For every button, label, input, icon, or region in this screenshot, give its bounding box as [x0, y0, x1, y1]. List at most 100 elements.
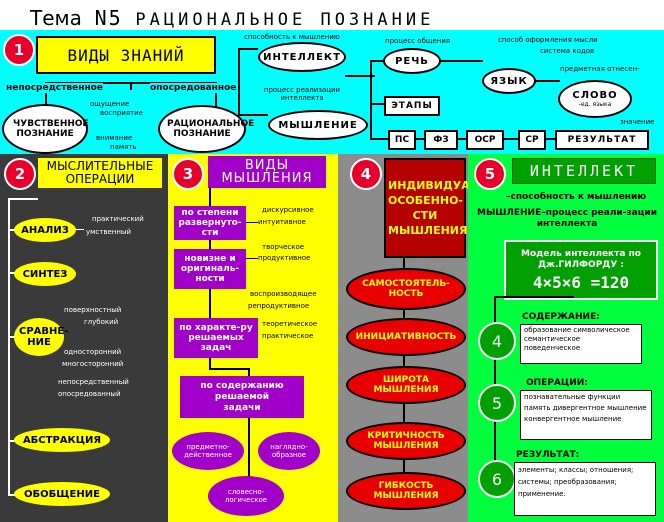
col4-item-1: САМОСТОЯТЕЛЬ-НОСТЬ: [346, 268, 466, 310]
analiz-label: АНАЛИЗ: [21, 224, 69, 236]
col4-item-4-label: КРИТИЧНОСТЬ МЫШЛЕНИЯ: [367, 431, 445, 451]
d2b: продуктивное: [258, 254, 311, 262]
slovo-ellipse: СЛОВО -ед. языка: [558, 80, 632, 118]
col3-b2-label: новизне и оригиналь-ности: [180, 254, 240, 284]
step-ps: ПС: [388, 130, 416, 150]
step-ps-label: ПС: [394, 135, 410, 145]
num-5-label: 5: [491, 393, 503, 413]
yazyk-ellipse: ЯЗЫК: [482, 68, 536, 94]
col4-item-1-label: САМОСТОЯТЕЛЬ-НОСТЬ: [362, 279, 450, 299]
neposr-label: непосредственное: [6, 83, 103, 93]
yazyk-label: ЯЗЫК: [490, 75, 528, 87]
obobsh-label: ОБОБЩЕНИЕ: [24, 488, 100, 500]
sistema-label: система кодов: [540, 47, 595, 55]
rech-ellipse: РЕЧЬ: [383, 48, 441, 74]
col3-b3: по характе-ру решаемых задач: [174, 318, 258, 358]
intellekt-label: ИНТЕЛЛЕКТ: [263, 51, 341, 63]
col3-b3-label: по характе-ру решаемых задач: [179, 323, 253, 353]
oper-items: познавательные функции память дивергентн…: [524, 393, 647, 423]
col4-item-2: ИНИЦИАТИВНОСТЬ: [346, 318, 466, 356]
formula-label: 4×5×6 =120: [532, 272, 630, 292]
oper-title: ОПЕРАЦИИ:: [526, 378, 588, 388]
step-sr-label: СР: [525, 135, 539, 145]
badge-2: 2: [4, 158, 36, 190]
step-fz-label: ФЗ: [433, 135, 449, 145]
sintez-ellipse: СИНТЕЗ: [14, 262, 76, 286]
col3-e3: словесно-логическое: [208, 476, 284, 516]
badge-1: 1: [3, 34, 35, 66]
col3-b1-label: по степени развернуто-сти: [178, 208, 242, 238]
mnogostor-label: многосторонний: [62, 360, 124, 368]
rech-label: РЕЧЬ: [395, 55, 429, 67]
d1a: дискурсивное: [262, 206, 314, 214]
abstr-ellipse: АБСТРАКЦИЯ: [14, 428, 110, 452]
rezultat-label: РЕЗУЛЬТАТ: [567, 135, 637, 145]
sravnenie-label: СРАВНЕ-НИЕ: [19, 326, 69, 348]
col3-e1: предметно-действенное: [172, 432, 244, 470]
col4-header-label: ИНДИВИДУАЛЬНЫЕ ОСОБЕННО-СТИ МЫШЛЕНИЯ: [388, 179, 516, 237]
col4-item-3-label: ШИРОТА МЫШЛЕНИЯ: [373, 375, 439, 395]
pamyat-label: память: [110, 143, 137, 151]
etapy-box: ЭТАПЫ: [384, 96, 440, 116]
col2-oposr-label: опосредованный: [58, 390, 121, 398]
oposr-label: опосредованное: [150, 83, 237, 93]
col3-b4-label: по содержанию решаемой задачи: [200, 380, 284, 413]
col5-header-label: ИНТЕЛЛЕКТ: [529, 162, 639, 180]
rezultat-box: РЕЗУЛЬТАТ: [555, 130, 649, 150]
step-osr: ОСР: [466, 130, 504, 150]
oshch-label: ощущение: [90, 100, 130, 108]
vidy-znanij-label: ВИДЫ ЗНАНИЙ: [67, 45, 185, 65]
step-osr-label: ОСР: [474, 135, 496, 145]
odnostor-label: односторонний: [64, 348, 122, 356]
num-6-label: 6: [491, 469, 503, 489]
col5-header: ИНТЕЛЛЕКТ: [512, 158, 656, 184]
badge-5: 5: [474, 158, 506, 190]
sod-title: СОДЕРЖАНИЕ:: [522, 312, 600, 322]
d3a: теоретическое: [262, 320, 318, 328]
step-sr: СР: [518, 130, 546, 150]
d3b: практическое: [262, 332, 314, 340]
d2d: репродуктивное: [248, 302, 310, 310]
process-obsh-label: процесс общения: [385, 37, 451, 45]
sod-box: образование символическое семантическое …: [520, 324, 642, 364]
num-5-circle: 5: [478, 384, 516, 422]
col3-header: ВИДЫ МЫШЛЕНИЯ: [208, 156, 326, 188]
col4-header: ИНДИВИДУАЛЬНЫЕ ОСОБЕННО-СТИ МЫШЛЕНИЯ: [384, 158, 516, 258]
col2-header-label: МЫСЛИТЕЛЬНЫЕ ОПЕРАЦИИ: [46, 159, 154, 186]
sravnenie-ellipse: СРАВНЕ-НИЕ: [14, 318, 69, 356]
slovo-label: СЛОВО: [572, 90, 618, 101]
d2c: воспроизводящее: [250, 290, 317, 298]
chuvstv-label: ЧУВСТВЕННОЕ ПОЗНАНИЕ: [13, 119, 89, 139]
vospr-label: восприятие: [100, 109, 143, 117]
etapy-label: ЭТАПЫ: [391, 101, 433, 111]
rez-title: РЕЗУЛЬТАТ:: [516, 450, 580, 460]
vnim-label: внимание: [96, 134, 133, 142]
step-fz: ФЗ: [424, 130, 458, 150]
d2a: творческое: [262, 243, 305, 251]
obobsh-ellipse: ОБОБЩЕНИЕ: [14, 482, 110, 506]
vidy-znanij-box: ВИДЫ ЗНАНИЙ: [36, 36, 216, 74]
col3-header-label: ВИДЫ МЫШЛЕНИЯ: [221, 158, 313, 186]
col4-item-5: ГИБКОСТЬ МЫШЛЕНИЯ: [346, 472, 466, 510]
sposob-oform-label: способ оформления мысли: [498, 36, 598, 44]
chuvstv-ellipse: ЧУВСТВЕННОЕ ПОЗНАНИЕ: [2, 104, 89, 154]
col3-b2: новизне и оригиналь-ности: [174, 249, 246, 289]
col4-item-3: ШИРОТА МЫШЛЕНИЯ: [346, 366, 466, 404]
col3-e2: наглядно-образное: [258, 432, 320, 470]
col4-item-2-label: ИНИЦИАТИВНОСТЬ: [355, 332, 457, 342]
title-prefix: Тема: [30, 6, 82, 30]
col3-b4: по содержанию решаемой задачи: [180, 376, 304, 418]
racional-label: РАЦИОНАЛЬНОЕ ПОЗНАНИЕ: [167, 119, 255, 139]
badge-4: 4: [350, 158, 382, 190]
predmetnaya-label: предметная отнесен-: [560, 65, 640, 73]
col3-e2-label: наглядно-образное: [270, 443, 308, 459]
col4-item-4: КРИТИЧНОСТЬ МЫШЛЕНИЯ: [346, 422, 466, 460]
col2-header: МЫСЛИТЕЛЬНЫЕ ОПЕРАЦИИ: [38, 158, 162, 188]
umstv-label: умственный: [86, 228, 132, 236]
page-title: Тема N5 РАЦИОНАЛЬНОЕ ПОЗНАНИЕ: [30, 6, 434, 30]
myshlenie-label: МЫШЛЕНИЕ: [278, 119, 358, 131]
prakt-label: практический: [92, 215, 144, 223]
abstr-label: АБСТРАКЦИЯ: [22, 434, 102, 446]
title-text: РАЦИОНАЛЬНОЕ ПОЗНАНИЕ: [135, 10, 435, 30]
col3-b1: по степени развернуто-сти: [174, 206, 246, 240]
